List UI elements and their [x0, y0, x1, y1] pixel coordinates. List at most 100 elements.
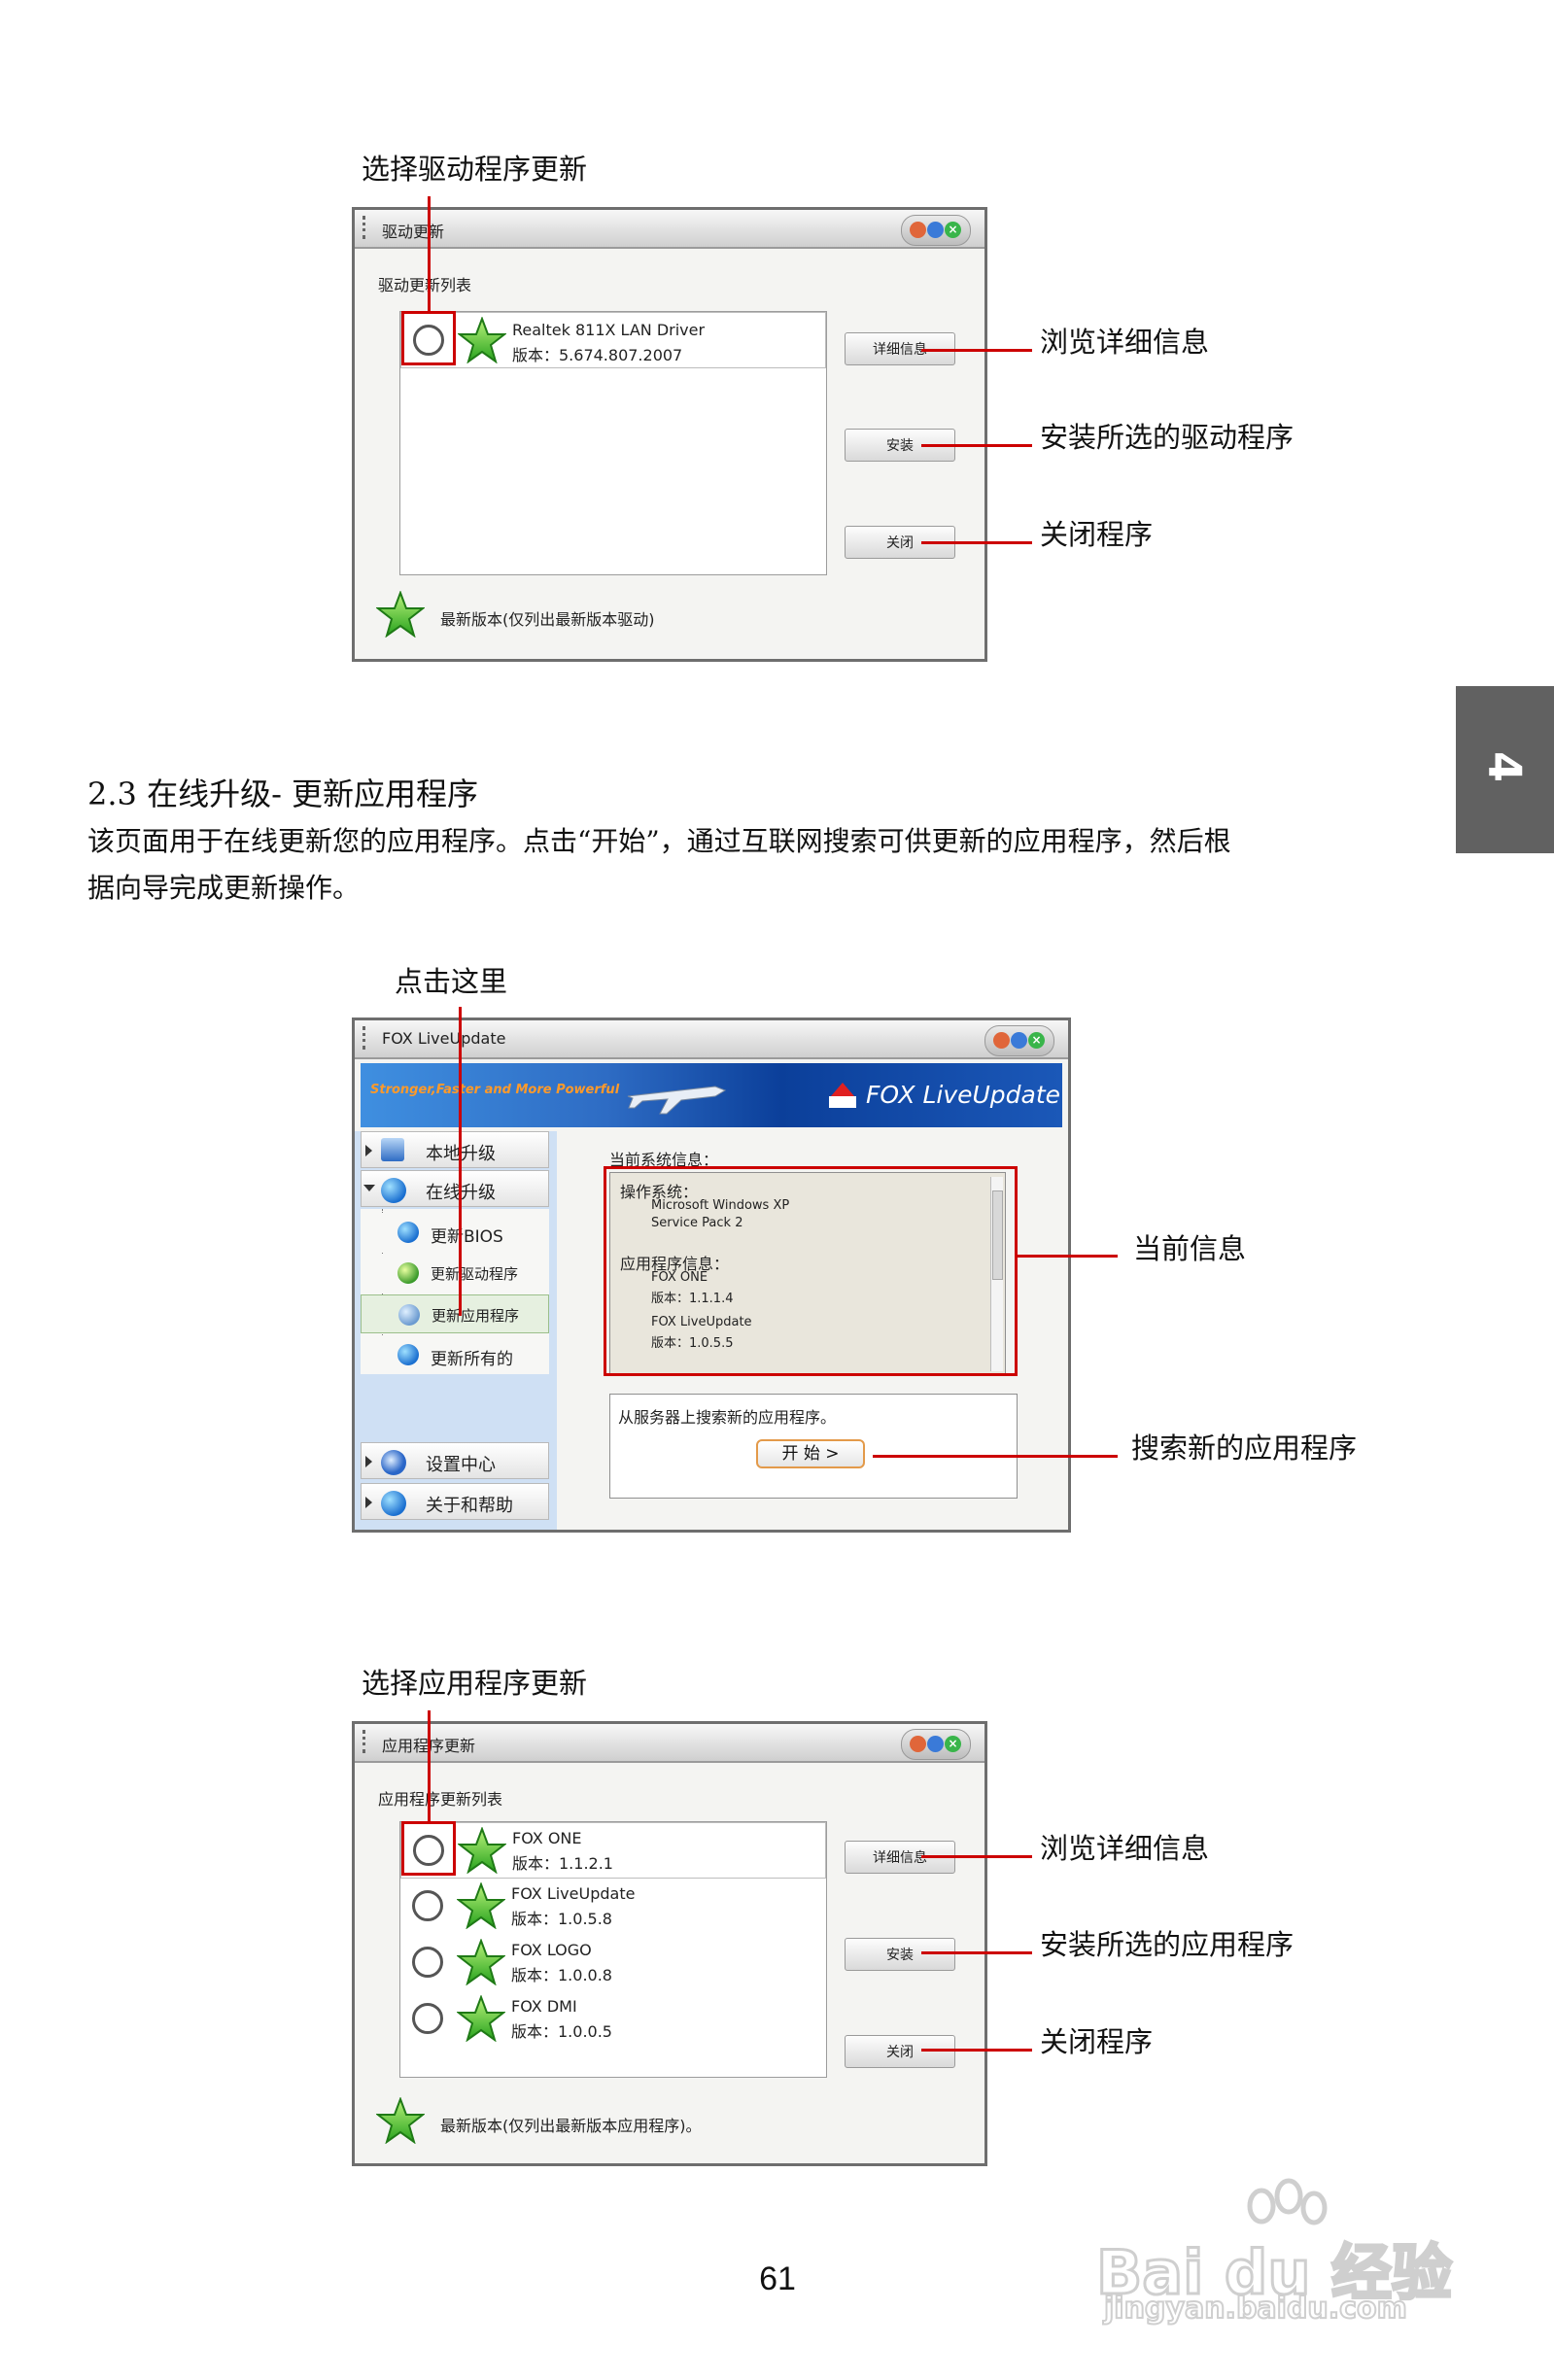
select-highlight-box — [401, 311, 456, 365]
paragraph-line-2: 据向导完成更新操作。 — [87, 872, 361, 904]
legend-text: 最新版本(仅列出最新版本应用程序)。 — [440, 2117, 702, 2135]
maximize-icon[interactable] — [927, 1736, 944, 1752]
list-item[interactable]: Realtek 811X LAN Driver 版本：5.674.807.200… — [400, 312, 826, 368]
globe-icon — [398, 1304, 420, 1326]
paragraph-line-1: 该页面用于在线更新您的应用程序。点击“开始”，通过互联网搜索可供更新的应用程序，… — [87, 825, 1231, 857]
computer-icon — [381, 1138, 404, 1161]
globe-icon — [397, 1262, 419, 1284]
sidebar-item-online-upgrade[interactable]: 在线升级 — [361, 1170, 549, 1207]
banner: Stronger,Faster and More Powerful FOX Li… — [361, 1063, 1062, 1127]
list-item[interactable]: FOX LiveUpdate 版本：1.0.5.8 — [400, 1879, 826, 1935]
select-highlight-box — [401, 1821, 456, 1876]
search-text: 从服务器上搜索新的应用程序。 — [618, 1408, 837, 1427]
sidebar-subitem-update-app[interactable]: 更新应用程序 — [361, 1294, 549, 1333]
grip-icon — [363, 216, 371, 239]
latest-version-star-icon — [457, 1882, 505, 1929]
grip-icon — [363, 1730, 371, 1753]
item-version: 版本：1.0.0.5 — [511, 2022, 612, 2041]
watermark-logo-text: Bai du 经验 — [1094, 2236, 1453, 2310]
fig1-callout-details: 浏览详细信息 — [1040, 326, 1210, 359]
sidebar-item-about-help[interactable]: 关于和帮助 — [361, 1483, 549, 1520]
sidebar-subitem-update-all[interactable]: 更新所有的 — [361, 1335, 549, 1374]
minimize-icon[interactable] — [910, 222, 926, 238]
paw-icon — [1247, 2178, 1328, 2225]
info-line: Microsoft Windows XP — [651, 1198, 790, 1213]
item-name: FOX LiveUpdate — [511, 1884, 636, 1903]
select-radio[interactable] — [413, 1835, 444, 1866]
fig3-callout-close: 关闭程序 — [1040, 2025, 1154, 2058]
item-name: FOX ONE — [512, 1829, 582, 1847]
maximize-icon[interactable] — [927, 222, 944, 238]
globe-icon — [397, 1222, 419, 1243]
chapter-tab: 4 — [1456, 686, 1554, 853]
item-name: Realtek 811X LAN Driver — [512, 321, 706, 339]
window-title: 驱动更新 — [382, 223, 445, 241]
info-line: 操作系统： — [620, 1183, 699, 1201]
fig3-callout-install: 安装所选的应用程序 — [1040, 1928, 1295, 1961]
leader-line — [428, 196, 431, 313]
sidebar-item-settings[interactable]: 设置中心 — [361, 1442, 549, 1479]
leader-line — [921, 1951, 1032, 1954]
fig2-callout-click: 点击这里 — [395, 965, 508, 998]
list-item[interactable]: FOX ONE 版本：1.1.2.1 — [400, 1822, 826, 1879]
details-button[interactable]: 详细信息 — [845, 1841, 955, 1874]
select-radio[interactable] — [413, 325, 444, 356]
select-radio[interactable] — [412, 1947, 443, 1978]
sidebar-item-label: 关于和帮助 — [426, 1496, 513, 1516]
item-name: FOX LOGO — [511, 1941, 592, 1959]
sidebar-item-label: 更新BIOS — [431, 1227, 503, 1247]
leader-line — [921, 349, 1032, 352]
latest-version-star-icon — [458, 317, 506, 363]
submenu: 更新BIOS 更新驱动程序 更新应用程序 更新所有的 — [361, 1209, 549, 1374]
details-button[interactable]: 详细信息 — [845, 332, 955, 365]
info-line: 版本：1.1.1.4 — [651, 1292, 734, 1306]
maximize-icon[interactable] — [1011, 1032, 1027, 1049]
sidebar-subitem-update-driver[interactable]: 更新驱动程序 — [361, 1254, 549, 1293]
item-version: 版本：5.674.807.2007 — [512, 346, 683, 364]
info-heading: 当前系统信息： — [609, 1151, 719, 1169]
window-controls: × — [984, 1025, 1054, 1056]
list-item[interactable]: FOX DMI 版本：1.0.0.5 — [400, 1991, 826, 2048]
fox-liveupdate-window: FOX LiveUpdate × Stronger,Faster and Mor… — [352, 1018, 1071, 1533]
item-name: FOX DMI — [511, 1997, 577, 2016]
scrollbar-thumb[interactable] — [992, 1190, 1003, 1280]
list-label: 驱动更新列表 — [378, 276, 472, 294]
close-icon[interactable]: × — [1028, 1032, 1045, 1049]
close-icon[interactable]: × — [945, 222, 961, 238]
page-number: 61 — [759, 2260, 796, 2297]
leader-line — [921, 2049, 1032, 2052]
driver-update-titlebar: 驱动更新 × — [355, 210, 984, 249]
fig1-callout-close: 关闭程序 — [1040, 518, 1154, 551]
leader-line — [873, 1455, 1118, 1458]
install-button[interactable]: 安装 — [845, 1938, 955, 1971]
legend-text: 最新版本(仅列出最新版本驱动) — [440, 610, 655, 629]
latest-version-star-icon — [458, 1827, 506, 1874]
close-icon[interactable]: × — [945, 1736, 961, 1752]
minimize-icon[interactable] — [910, 1736, 926, 1752]
baidu-watermark: Bai du 经验 jingyan.baidu.com — [1094, 2177, 1466, 2327]
minimize-icon[interactable] — [993, 1032, 1010, 1049]
latest-version-star-icon — [457, 1939, 505, 1985]
close-button[interactable]: 关闭 — [845, 2035, 955, 2068]
sidebar-subitem-update-bios[interactable]: 更新BIOS — [361, 1213, 549, 1252]
app-update-window: 应用程序更新 × 应用程序更新列表 FOX ONE 版本：1.1.2.1 FOX… — [352, 1721, 987, 2166]
legend-star-icon — [376, 2097, 425, 2144]
watermark-url: jingyan.baidu.com — [1103, 2291, 1408, 2327]
scrollbar[interactable] — [990, 1177, 1003, 1371]
fig1-callout-select: 选择驱动程序更新 — [362, 153, 588, 186]
info-line: FOX ONE — [651, 1270, 708, 1285]
system-info-panel: 操作系统： Microsoft Windows XP Service Pack … — [609, 1172, 1006, 1376]
window-controls: × — [901, 1729, 971, 1760]
select-radio[interactable] — [412, 1890, 443, 1921]
legend-star-icon — [376, 591, 425, 638]
sidebar-item-local-upgrade[interactable]: 本地升级 — [361, 1131, 549, 1168]
select-radio[interactable] — [412, 2003, 443, 2034]
leader-line — [428, 1710, 431, 1823]
gear-icon — [381, 1450, 406, 1475]
start-button[interactable]: 开 始 > — [756, 1439, 865, 1468]
window-title: FOX LiveUpdate — [382, 1029, 506, 1048]
list-label: 应用程序更新列表 — [378, 1790, 503, 1809]
list-item[interactable]: FOX LOGO 版本：1.0.0.8 — [400, 1935, 826, 1991]
fig2-callout-search: 搜索新的应用程序 — [1131, 1431, 1358, 1465]
chapter-number: 4 — [1478, 750, 1532, 782]
